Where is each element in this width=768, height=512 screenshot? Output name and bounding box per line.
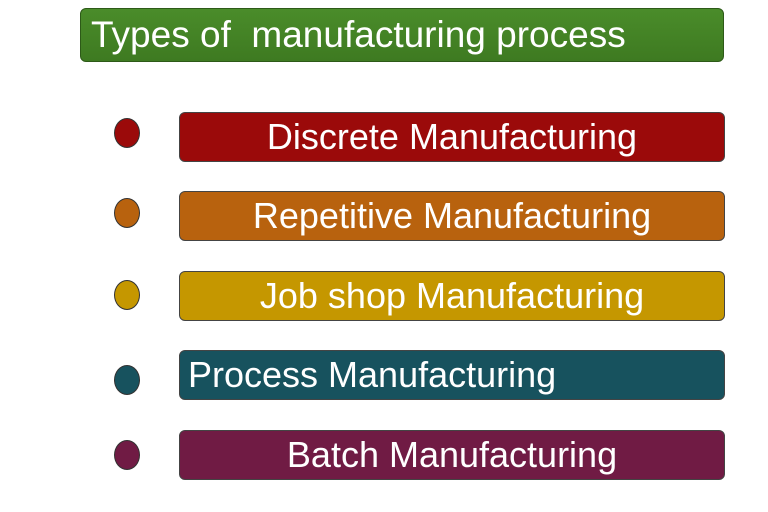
item-job-shop-manufacturing: Job shop Manufacturing — [179, 271, 725, 321]
item-discrete-manufacturing: Discrete Manufacturing — [179, 112, 725, 162]
diagram-title: Types of manufacturing process — [80, 8, 724, 62]
bullet-batch — [114, 440, 140, 470]
item-batch-manufacturing: Batch Manufacturing — [179, 430, 725, 480]
item-repetitive-manufacturing: Repetitive Manufacturing — [179, 191, 725, 241]
bullet-repetitive — [114, 198, 140, 228]
item-process-manufacturing: Process Manufacturing — [179, 350, 725, 400]
bullet-process — [114, 365, 140, 395]
bullet-discrete — [114, 118, 140, 148]
bullet-job-shop — [114, 280, 140, 310]
